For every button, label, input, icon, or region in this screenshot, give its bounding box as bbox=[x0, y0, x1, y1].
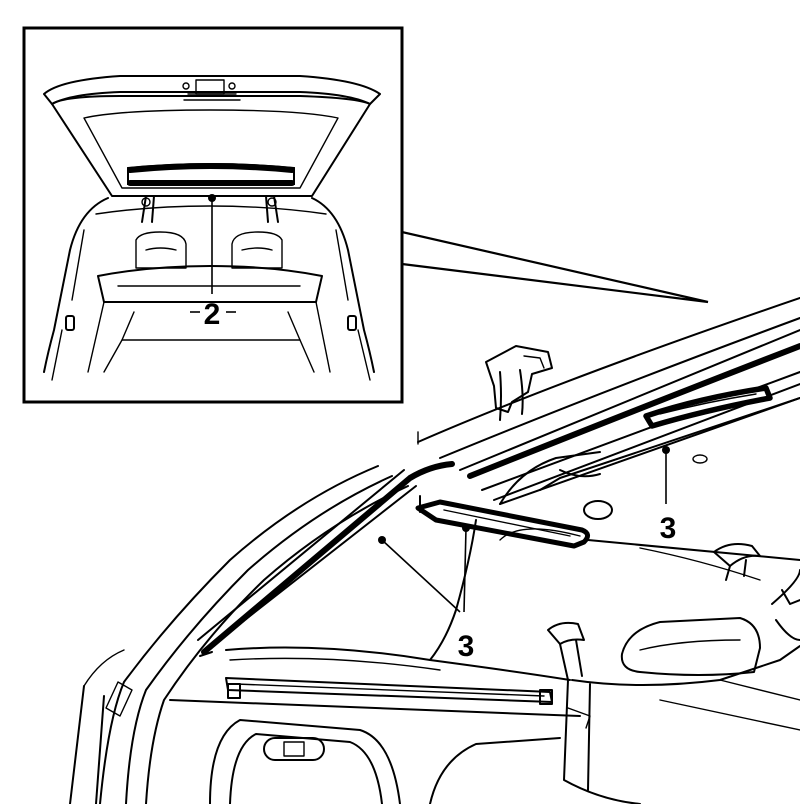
callout-3-upper: 3 bbox=[660, 446, 677, 545]
callout-label-3-lower: 3 bbox=[458, 630, 475, 663]
callout-label-2: 2 bbox=[204, 298, 221, 331]
body-pillar bbox=[69, 465, 421, 804]
inset-view: 2 bbox=[22, 26, 404, 404]
callout-3-lower: 3 bbox=[378, 524, 474, 663]
inset-cargo-area bbox=[43, 197, 375, 381]
cargo-side-panel bbox=[209, 719, 561, 804]
inset-tailgate bbox=[43, 75, 381, 197]
strut-bracket bbox=[485, 345, 553, 421]
cargo-cover-rail bbox=[169, 677, 591, 729]
zoom-pointer bbox=[400, 230, 709, 304]
stop-lamp-seal bbox=[643, 385, 773, 429]
callout-label-3-upper: 3 bbox=[660, 512, 677, 545]
inset-seal-strip bbox=[127, 163, 295, 186]
detail-view: 3 3 bbox=[69, 297, 800, 804]
cross-seal bbox=[415, 499, 590, 549]
inset-callout-2: 2 bbox=[190, 194, 236, 331]
roof-header bbox=[417, 297, 800, 505]
rear-seats bbox=[547, 543, 800, 804]
headliner bbox=[499, 451, 800, 581]
quarter-glass bbox=[225, 519, 581, 681]
